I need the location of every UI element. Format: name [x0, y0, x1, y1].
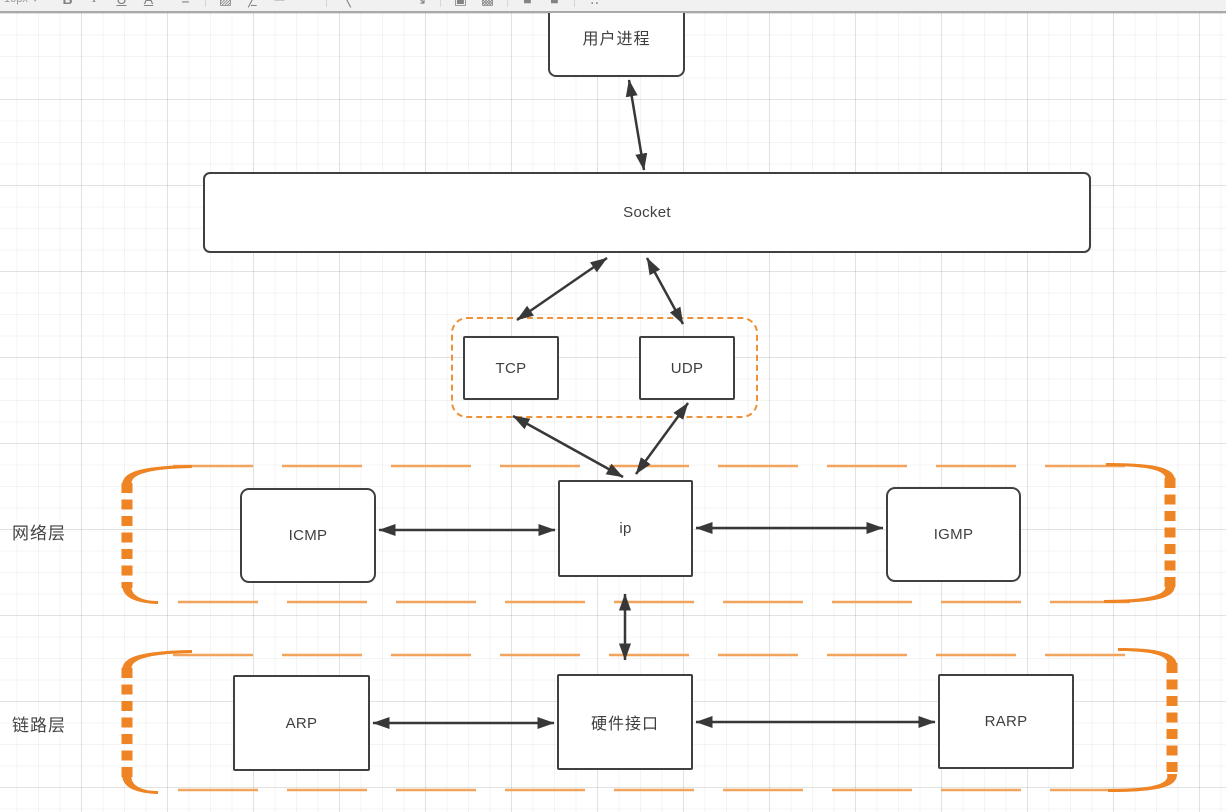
node-label: ARP — [285, 714, 318, 732]
connector-curved-icon[interactable]: ⌒ — [370, 0, 397, 11]
chevron-down-icon: ▾ — [33, 0, 38, 5]
node-label: RARP — [984, 713, 1028, 730]
node-label: UDP — [670, 359, 704, 377]
node-igmp[interactable]: IGMP — [886, 487, 1021, 582]
node-label: Socket — [623, 204, 671, 221]
node-label: IGMP — [933, 526, 974, 543]
node-hardware-interface[interactable]: 硬件接口 — [557, 674, 693, 770]
label-link-layer: 链路层 — [12, 716, 66, 735]
fill-color-icon[interactable]: ▨ — [212, 0, 239, 11]
send-to-back-icon[interactable]: ▩ — [474, 0, 501, 11]
node-tcp[interactable]: TCP — [463, 336, 559, 400]
toolbar: 16px ▾ B I U A ≡ ▨ ╱ ─ ┄ ╲ ⌒ ↘ ▣ ▩ ■ ■ — [0, 0, 1226, 13]
line-color-icon[interactable]: ╱ — [239, 0, 266, 11]
shape-solid-icon[interactable]: ■ — [514, 0, 541, 11]
connector-arrow-icon[interactable]: ↘ — [407, 0, 434, 11]
node-label: ICMP — [288, 527, 328, 544]
toolbar-divider — [205, 0, 206, 7]
label-network-layer: 网络层 — [12, 524, 66, 543]
node-label: 用户进程 — [582, 30, 651, 48]
shape-solid-icon[interactable]: ■ — [541, 0, 568, 11]
line-dash-icon[interactable]: ┄ — [293, 0, 320, 11]
toolbar-divider — [326, 0, 327, 7]
font-color-button[interactable]: A — [135, 0, 162, 11]
node-ip[interactable]: ip — [558, 480, 693, 577]
node-rarp[interactable]: RARP — [938, 674, 1074, 769]
bring-to-front-icon[interactable]: ▣ — [447, 0, 474, 11]
toolbar-divider — [574, 0, 575, 7]
toolbar-divider — [507, 0, 508, 7]
node-label: TCP — [495, 359, 527, 377]
line-width-icon[interactable]: ─ — [266, 0, 293, 11]
underline-button[interactable]: U — [108, 0, 135, 11]
toolbar-divider — [440, 0, 441, 7]
text-align-icon[interactable]: ≡ — [172, 0, 199, 11]
node-icmp[interactable]: ICMP — [240, 488, 376, 583]
node-label: ip — [619, 520, 632, 537]
node-udp[interactable]: UDP — [639, 336, 735, 400]
connector-straight-icon[interactable]: ╲ — [333, 0, 360, 11]
italic-button[interactable]: I — [81, 0, 108, 11]
bold-button[interactable]: B — [54, 0, 81, 11]
node-label: 硬件接口 — [590, 716, 659, 733]
font-size-select[interactable]: 16px ▾ — [4, 0, 54, 5]
more-options-icon[interactable]: ‥ — [581, 0, 608, 11]
node-socket[interactable]: Socket — [203, 172, 1091, 253]
node-arp[interactable]: ARP — [233, 675, 370, 771]
